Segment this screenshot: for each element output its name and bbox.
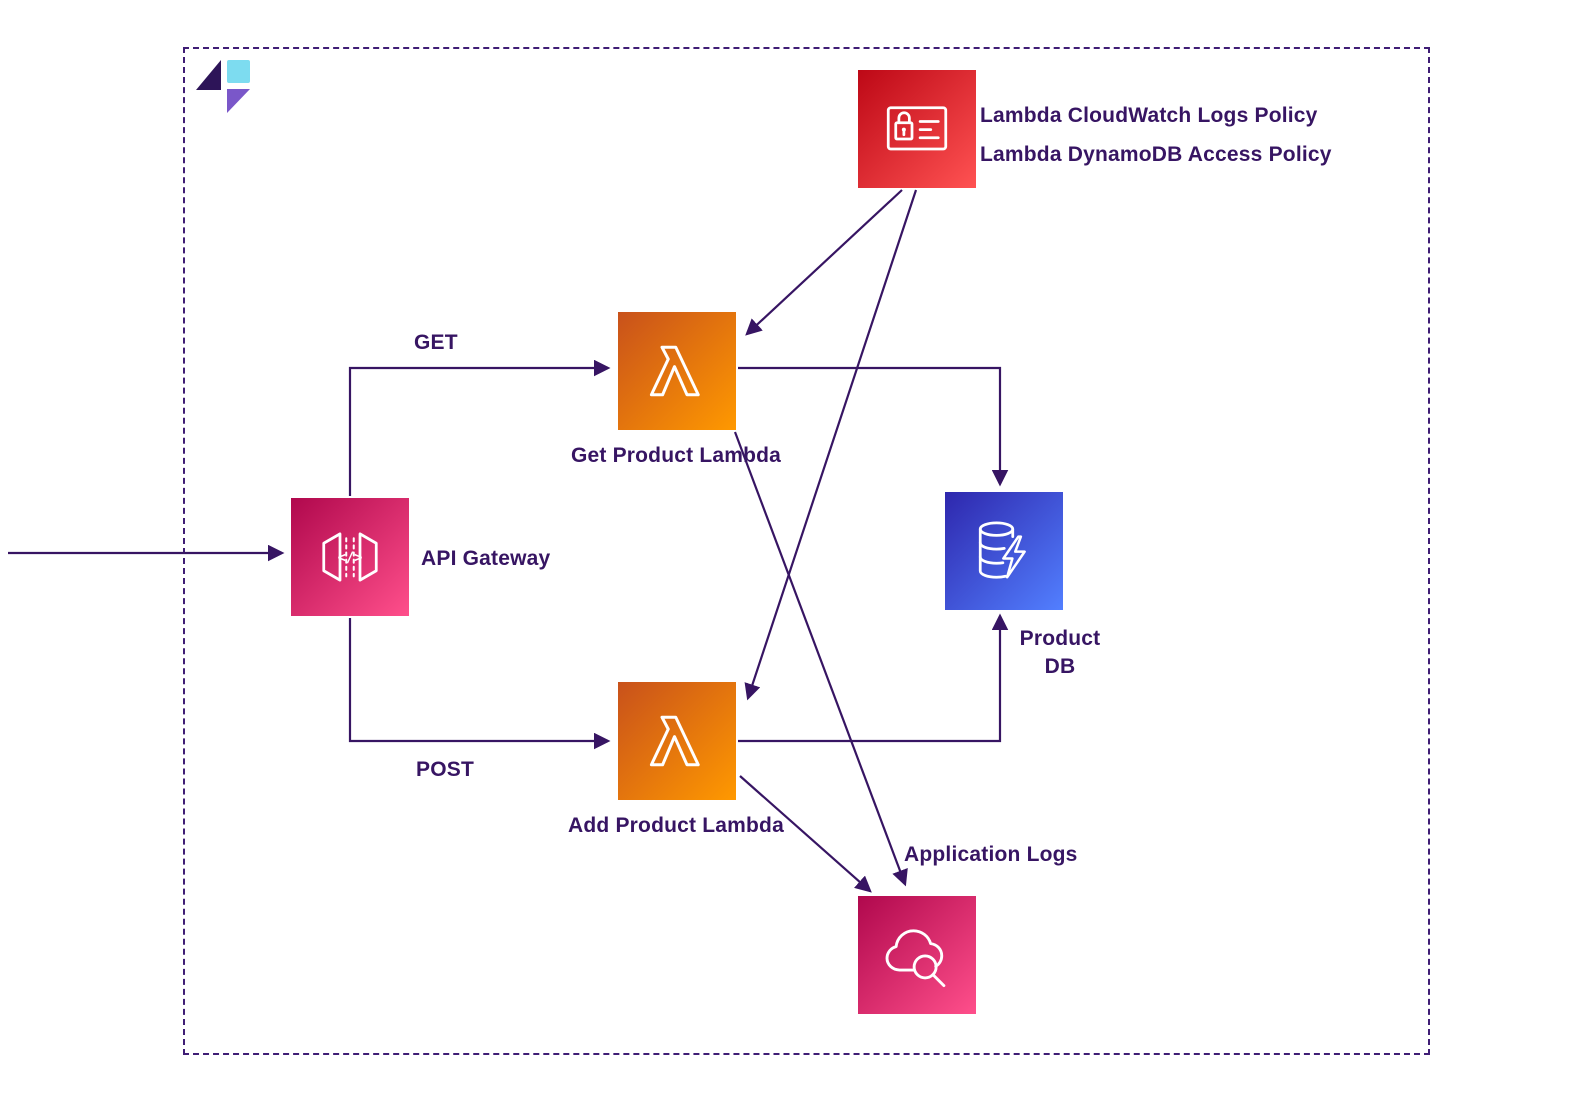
iam-policy-icon (886, 106, 948, 151)
edge-label-get: GET (414, 331, 458, 354)
lambda-icon (649, 715, 700, 767)
api-gateway-icon: </> (322, 532, 378, 582)
application-logs-label: Application Logs (904, 843, 1078, 866)
brand-logo-icon (196, 60, 250, 113)
iam-policy-label-2: Lambda DynamoDB Access Policy (980, 143, 1332, 166)
iam-policy-label-1: Lambda CloudWatch Logs Policy (980, 104, 1318, 127)
product-db-label-line1: Product (1019, 627, 1101, 650)
product-db-label-line2: DB (1044, 655, 1076, 678)
add-product-lambda-node (618, 682, 736, 800)
api-gateway-label: API Gateway (421, 547, 551, 570)
get-product-lambda-node (618, 312, 736, 430)
svg-text:</>: </> (338, 550, 363, 566)
product-db-node (945, 492, 1063, 610)
api-gateway-node: </> (291, 498, 409, 616)
edge-label-post: POST (416, 758, 474, 781)
cloudwatch-icon (885, 929, 946, 988)
iam-policy-node (858, 70, 976, 188)
cloudwatch-node (858, 896, 976, 1014)
get-product-lambda-label: Get Product Lambda (570, 444, 782, 467)
diagram-dashed-border (183, 47, 1430, 1055)
lambda-icon (649, 345, 700, 397)
dynamodb-icon (978, 521, 1026, 579)
add-product-lambda-label: Add Product Lambda (568, 814, 784, 837)
